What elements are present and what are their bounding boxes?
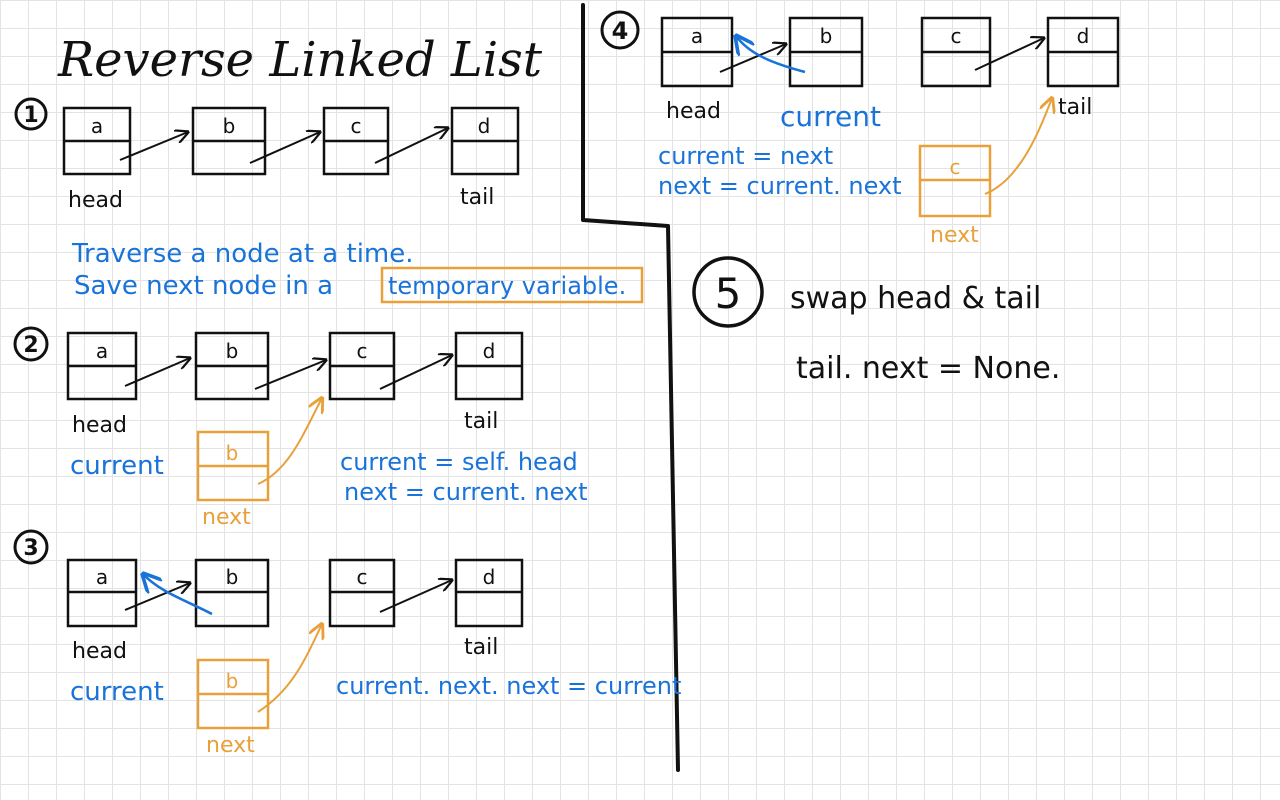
current-label: current: [780, 100, 881, 133]
node-b: b: [194, 331, 270, 401]
pointer-arrow: [379, 355, 452, 390]
temp-node-label: b: [226, 669, 239, 693]
node-label: d: [1077, 24, 1090, 48]
node-c: c: [322, 106, 390, 176]
node-label: c: [351, 114, 362, 138]
step-1-number: 1: [23, 103, 38, 128]
note-boxed-text: temporary variable.: [388, 272, 626, 300]
pointer-arrow: [249, 132, 320, 164]
step-4-number: 4: [612, 17, 629, 45]
step-2: 2 a b c d head tail current: [13, 326, 588, 530]
swap-text: swap head & tail: [790, 281, 1041, 316]
code-line-2: next = current. next: [344, 478, 588, 506]
step-4-number-circle: [600, 10, 640, 50]
temp-next-node: b: [196, 430, 270, 502]
node-label: a: [691, 24, 703, 48]
head-label: head: [72, 639, 127, 664]
node-d: d: [454, 558, 524, 628]
code-line-1: current. next. next = current: [336, 672, 681, 700]
node-b: b: [788, 16, 864, 88]
pointer-arrow: [719, 44, 786, 73]
page-title: Reverse Linked List: [57, 32, 543, 88]
node-a: a: [66, 331, 138, 401]
head-label: head: [68, 188, 123, 213]
pointer-arrow: [124, 583, 190, 611]
pointer-arrow: [124, 358, 190, 387]
node-label: b: [226, 565, 239, 589]
tail-label: tail: [1058, 95, 1092, 120]
node-a: a: [660, 16, 734, 88]
section-divider: [581, 3, 680, 772]
node-b: b: [194, 558, 270, 628]
temp-node-label: c: [950, 155, 961, 179]
node-label: a: [96, 339, 108, 363]
note-line-1: Traverse a node at a time.: [71, 239, 414, 269]
code-line-1: current = self. head: [340, 448, 578, 476]
tail-label: tail: [460, 185, 494, 210]
node-label: c: [357, 339, 368, 363]
step-5: 5 swap head & tail tail. next = None.: [692, 256, 1060, 386]
tail-label: tail: [464, 635, 498, 660]
temporary-variable-highlight-box: [380, 266, 644, 304]
step-3-number: 3: [23, 536, 38, 561]
current-label: current: [70, 451, 164, 481]
traverse-note: Traverse a node at a time. Save next nod…: [71, 239, 644, 304]
temp-next-label: next: [930, 223, 979, 248]
head-label: head: [72, 413, 127, 438]
code-line-1: current = next: [658, 142, 833, 170]
pointer-arrow: [254, 360, 326, 390]
reversed-pointer-arrow: [736, 36, 806, 74]
code-line-2: next = current. next: [658, 172, 902, 200]
node-d: d: [1046, 16, 1120, 88]
tail-next-none-text: tail. next = None.: [796, 351, 1060, 386]
node-label: d: [483, 339, 496, 363]
node-label: c: [357, 565, 368, 589]
step-2-number-circle: [13, 326, 49, 362]
node-d: d: [454, 331, 524, 401]
head-label: head: [666, 99, 721, 124]
pointer-arrow: [374, 128, 448, 164]
node-b: b: [191, 106, 267, 176]
step-2-number: 2: [23, 333, 38, 358]
temp-next-node: b: [196, 658, 270, 730]
node-label: b: [223, 114, 236, 138]
step-5-number-circle: [692, 256, 764, 328]
tail-label: tail: [464, 409, 498, 434]
temp-node-label: b: [226, 441, 239, 465]
reversed-pointer-arrow: [143, 574, 213, 616]
temp-next-label: next: [206, 733, 255, 758]
pointer-arrow: [974, 38, 1044, 71]
temp-next-arrow: [984, 98, 1052, 195]
temp-next-node: c: [918, 144, 992, 218]
note-line-2: Save next node in a: [74, 271, 333, 301]
node-label: b: [226, 339, 239, 363]
step-3: 3 a b c d head tail current: [13, 529, 681, 758]
step-3-number-circle: [13, 529, 49, 565]
node-label: a: [91, 114, 103, 138]
node-c: c: [328, 558, 396, 628]
node-label: c: [951, 24, 962, 48]
node-label: d: [483, 565, 496, 589]
node-a: a: [62, 106, 132, 176]
node-c: c: [920, 16, 992, 88]
step-1-number-circle: [14, 97, 48, 131]
current-label: current: [70, 677, 164, 707]
node-label: b: [820, 24, 833, 48]
step-4: 4 a b c d head current tail current = ne…: [600, 10, 1120, 248]
step-1: 1 a b c d head tail: [14, 97, 520, 213]
temp-next-label: next: [202, 505, 251, 530]
node-label: d: [478, 114, 491, 138]
pointer-arrow: [119, 132, 188, 161]
node-d: d: [450, 106, 520, 176]
temp-next-arrow: [257, 398, 322, 485]
node-c: c: [328, 331, 396, 401]
pointer-arrow: [379, 580, 452, 613]
node-label: a: [96, 565, 108, 589]
node-a: a: [66, 558, 138, 628]
temp-next-arrow: [257, 624, 322, 713]
step-5-number: 5: [715, 269, 742, 318]
